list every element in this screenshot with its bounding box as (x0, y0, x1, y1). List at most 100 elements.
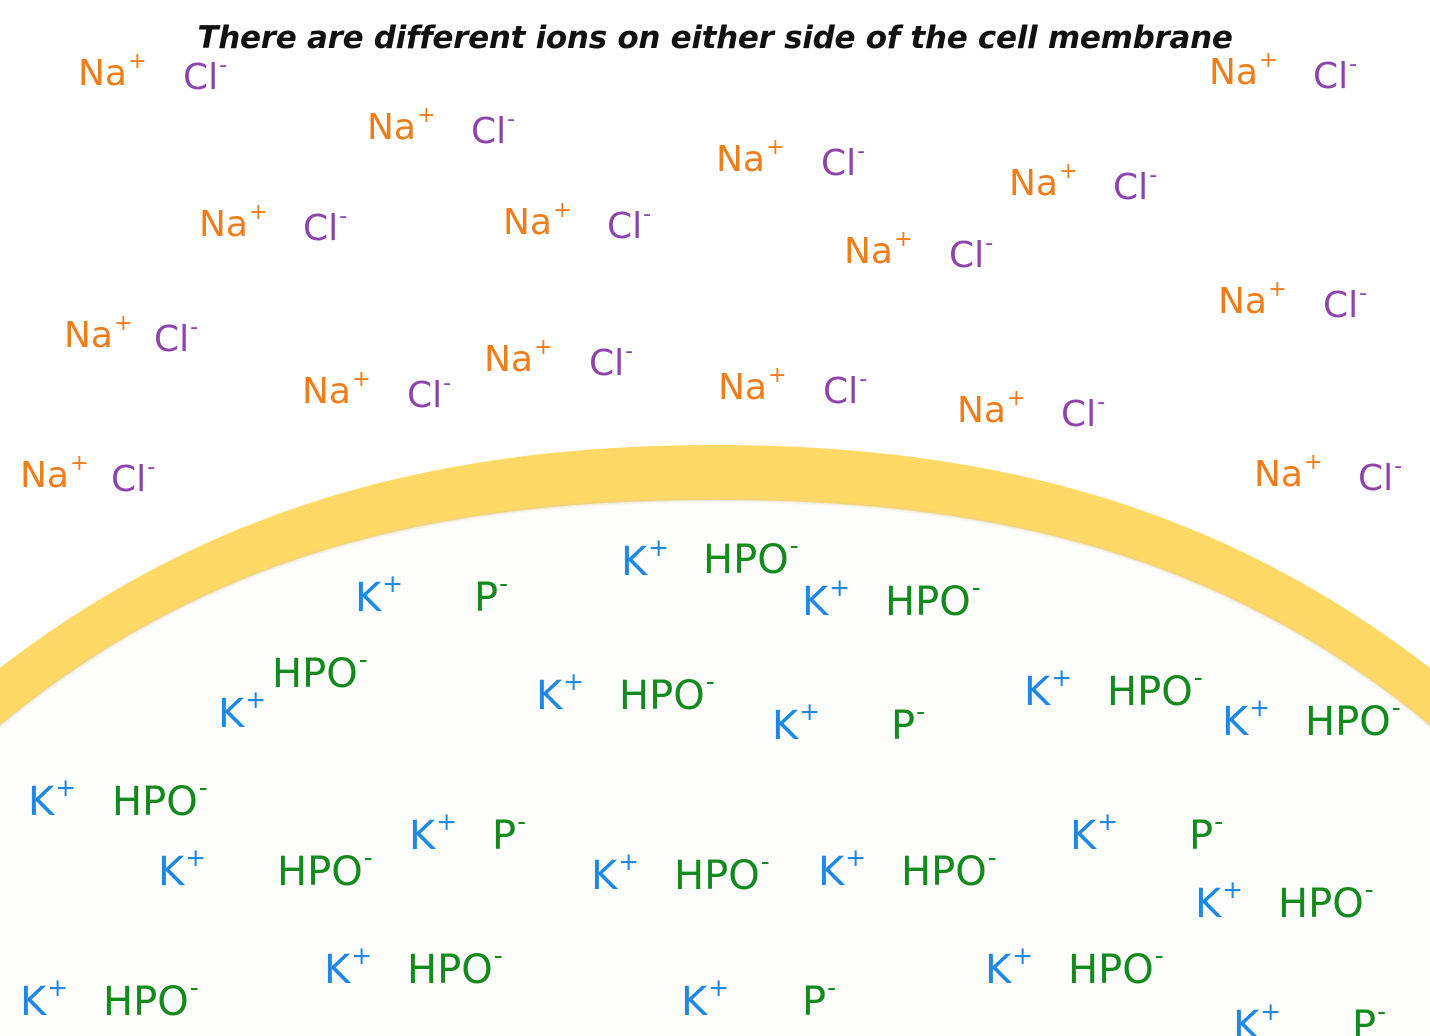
ion-symbol: Na (1209, 52, 1258, 93)
ion-symbol: K (1233, 1003, 1260, 1036)
inside-ion-phosphate-p: P- (802, 976, 836, 1025)
ion-symbol: K (1222, 699, 1249, 745)
ion-symbol: K (802, 579, 829, 625)
inside-ion-potassium-k: K+ (1070, 810, 1118, 856)
ion-charge: - (1364, 875, 1374, 905)
ion-charge: + (352, 366, 371, 393)
inside-ion-potassium-k: K+ (1222, 696, 1270, 745)
inside-ion-phosphate-hpo: HPO- (407, 944, 503, 990)
inside-ion-phosphate-p: P- (1189, 810, 1223, 859)
ion-charge: + (1222, 875, 1244, 905)
inside-ion-potassium-k: K+ (1195, 878, 1243, 924)
ion-charge: + (47, 973, 69, 1003)
ion-symbol: K (818, 849, 845, 895)
ion-symbol: Na (78, 53, 127, 94)
ion-symbol: Na (20, 455, 69, 496)
outside-ion-sodium-na: Na+ (503, 199, 572, 243)
inside-ion-potassium-k: K+ (355, 572, 403, 618)
ion-charge: + (382, 569, 404, 599)
ion-charge: + (128, 48, 147, 75)
inside-ion-potassium-k: K+ (772, 700, 820, 746)
inside-ion-potassium-k: K+ (409, 810, 457, 859)
ion-symbol: HPO (1305, 699, 1391, 745)
ion-charge: + (1304, 449, 1323, 476)
outside-ion-sodium-na: Na+ (716, 136, 785, 180)
ion-charge: + (1097, 807, 1119, 837)
ion-charge: - (827, 973, 837, 1003)
ion-symbol: Cl (1313, 56, 1349, 97)
ion-charge: - (198, 773, 208, 803)
ion-symbol: HPO (112, 779, 198, 825)
ion-charge: - (499, 569, 509, 599)
ion-symbol: K (409, 813, 436, 859)
outside-ion-sodium-na: Na+ (1218, 278, 1287, 322)
ion-charge: + (708, 973, 730, 1003)
inside-ion-phosphate-p: P- (474, 572, 508, 621)
outside-ion-chloride-cl: Cl- (154, 316, 198, 358)
ion-symbol: HPO (674, 853, 760, 899)
ion-charge: + (1268, 276, 1287, 303)
ion-charge: - (971, 573, 981, 603)
ion-symbol: Na (1218, 281, 1267, 322)
ion-symbol: P (1189, 813, 1214, 859)
ion-charge: - (1359, 280, 1368, 307)
outside-ion-chloride-cl: Cl- (407, 372, 451, 414)
ion-charge: - (1193, 663, 1203, 693)
ion-symbol: Na (716, 139, 765, 180)
ion-symbol: Cl (471, 111, 507, 152)
inside-ion-phosphate-hpo: HPO- (277, 846, 373, 892)
ion-symbol: K (591, 853, 618, 899)
ion-symbol: P (474, 575, 499, 621)
ion-symbol: Na (1254, 454, 1303, 495)
ion-charge: + (1007, 385, 1026, 412)
ion-charge: - (643, 201, 652, 228)
ion-symbol: HPO (1068, 947, 1154, 993)
outside-ion-sodium-na: Na+ (844, 228, 913, 270)
inside-ion-phosphate-hpo: HPO- (901, 846, 997, 892)
outside-ion-sodium-na: Na+ (1009, 160, 1078, 202)
ion-symbol: K (218, 691, 245, 737)
ion-symbol: K (324, 947, 351, 993)
outside-ion-chloride-cl: Cl- (823, 368, 867, 410)
ion-charge: + (553, 197, 572, 224)
inside-ion-potassium-k: K+ (818, 846, 866, 895)
ion-charge: + (249, 199, 268, 226)
inside-ion-phosphate-p: P- (1352, 1000, 1386, 1036)
outside-ion-chloride-cl: Cl- (111, 456, 155, 500)
ion-charge: - (789, 531, 799, 561)
ion-symbol: Cl (949, 235, 985, 276)
ion-charge: - (987, 843, 997, 873)
ion-symbol: K (158, 849, 185, 895)
inside-ion-phosphate-hpo: HPO- (1278, 878, 1374, 924)
inside-ion-phosphate-hpo: HPO- (1305, 696, 1401, 745)
ion-charge: - (760, 847, 770, 877)
ion-symbol: Na (957, 390, 1006, 431)
ion-symbol: Na (367, 107, 416, 148)
inside-ion-potassium-k: K+ (621, 536, 669, 585)
ion-symbol: Cl (303, 208, 339, 249)
ion-symbol: P (1352, 1003, 1377, 1036)
ion-charge: - (916, 697, 926, 727)
ion-symbol: Cl (111, 459, 147, 500)
ion-charge: + (417, 102, 436, 129)
outside-ion-chloride-cl: Cl- (821, 140, 865, 184)
ion-charge: - (1149, 162, 1158, 189)
ion-charge: + (618, 847, 640, 877)
ion-symbol: Na (503, 202, 552, 243)
inside-ion-phosphate-hpo: HPO- (885, 576, 981, 622)
ion-charge: + (245, 685, 267, 715)
inside-ion-potassium-k: K+ (218, 688, 266, 737)
ion-charge: - (857, 138, 866, 165)
outside-ion-sodium-na: Na+ (1209, 49, 1278, 93)
inside-ion-phosphate-hpo: HPO- (272, 648, 368, 694)
ion-symbol: K (621, 539, 648, 585)
ion-charge: - (1097, 389, 1106, 416)
ion-symbol: P (802, 979, 827, 1025)
outside-ion-chloride-cl: Cl- (183, 54, 227, 96)
inside-ion-phosphate-hpo: HPO- (674, 850, 770, 899)
ion-charge: + (1059, 158, 1078, 185)
ion-charge: + (1249, 693, 1271, 723)
inside-ion-potassium-k: K+ (324, 944, 372, 993)
inside-ion-potassium-k: K+ (985, 944, 1033, 990)
ion-symbol: Cl (821, 143, 857, 184)
